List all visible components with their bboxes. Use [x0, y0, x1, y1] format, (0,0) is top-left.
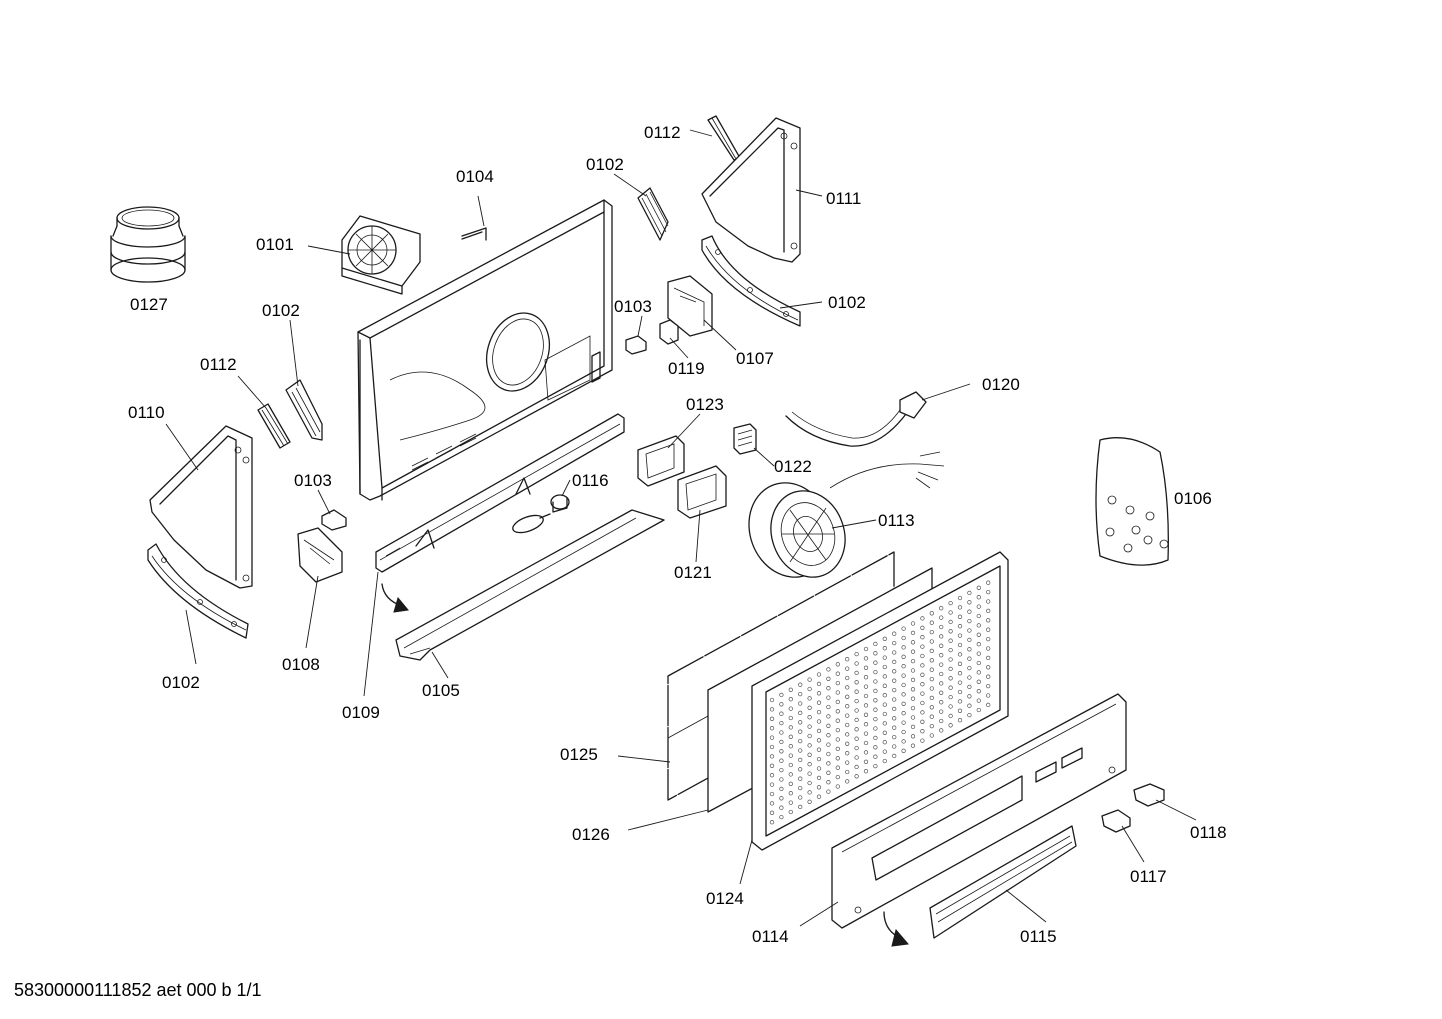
part-0109-lamp-rail — [375, 413, 625, 573]
part-0101-grill — [341, 215, 421, 295]
part-0103-clip-lower — [321, 509, 347, 531]
label-0104: 0104 — [456, 167, 494, 186]
part-housing-frame — [357, 199, 613, 501]
part-0106-screw-bag — [1095, 437, 1169, 566]
filter-mesh — [769, 580, 991, 825]
part-0119-clip — [659, 319, 679, 345]
part-0110-side-panel — [149, 425, 253, 589]
drawing-number-footer: 58300000111852 aet 000 b 1/1 — [14, 980, 262, 1000]
part-0111-side-panel — [701, 117, 801, 263]
label-0116: 0116 — [572, 471, 609, 490]
part-0108-mount-bracket — [297, 527, 343, 583]
part-0103-clip-upper — [625, 335, 647, 355]
part-0115-light-cover — [929, 825, 1077, 939]
label-0124: 0124 — [706, 889, 744, 908]
label-0125: 0125 — [560, 745, 598, 764]
label-0107: 0107 — [736, 349, 774, 368]
label-0106: 0106 — [1174, 489, 1212, 508]
label-0127: 0127 — [130, 295, 168, 314]
label-0118: 0118 — [1190, 823, 1227, 842]
part-0102-curved-rail-left — [147, 543, 249, 639]
label-0101: 0101 — [256, 235, 294, 254]
label-0113: 0113 — [878, 511, 915, 530]
part-0118-switch — [1133, 783, 1165, 807]
part-0127-duct-collar — [110, 206, 186, 283]
part-0122-terminal-block — [733, 423, 757, 455]
part-labels: 0101 0102 0102 0102 0102 0103 0103 0104 … — [128, 123, 1227, 946]
label-0102-d: 0102 — [162, 673, 200, 692]
rotation-arrow-bottom — [883, 911, 909, 947]
label-0105: 0105 — [422, 681, 460, 700]
label-0117: 0117 — [1130, 867, 1167, 886]
part-0105-tray — [395, 509, 665, 661]
label-0102-c: 0102 — [262, 301, 300, 320]
part-0116-lamp-holder — [512, 494, 570, 534]
label-0103-a: 0103 — [614, 297, 652, 316]
label-0120: 0120 — [982, 375, 1020, 394]
part-0102-upper-bracket — [637, 187, 669, 241]
part-0114-fascia — [831, 693, 1127, 929]
label-0102-b: 0102 — [828, 293, 866, 312]
label-0108: 0108 — [282, 655, 320, 674]
label-0111: 0111 — [826, 189, 861, 208]
rotation-arrow-left — [381, 583, 409, 613]
label-0119: 0119 — [668, 359, 705, 378]
leader-lines — [165, 129, 1197, 927]
label-0123: 0123 — [686, 395, 724, 414]
label-0114: 0114 — [752, 927, 789, 946]
label-0121: 0121 — [674, 563, 712, 582]
part-0121-lamp-frame — [677, 465, 727, 519]
label-0112-a: 0112 — [644, 123, 681, 142]
label-0122: 0122 — [774, 457, 812, 476]
part-0123-lamp-housing — [637, 435, 685, 487]
part-0104-pin — [461, 227, 487, 241]
label-0112-b: 0112 — [200, 355, 237, 374]
label-0115: 0115 — [1020, 927, 1057, 946]
part-0112-top-strip — [707, 115, 741, 161]
part-0120-power-cable — [785, 391, 927, 447]
part-0107-bracket — [667, 275, 713, 337]
label-0102-a: 0102 — [586, 155, 624, 174]
label-0103-b: 0103 — [294, 471, 332, 490]
part-0102-curved-rail-right — [701, 235, 801, 327]
part-0113-fan-motor — [748, 451, 945, 578]
part-0124-grease-filter — [751, 551, 1009, 851]
label-0110: 0110 — [128, 403, 165, 422]
part-0117-switch — [1101, 809, 1131, 833]
label-0126: 0126 — [572, 825, 610, 844]
label-0109: 0109 — [342, 703, 380, 722]
part-0112-left-strip — [257, 403, 291, 449]
part-0102-left-bracket — [285, 379, 323, 441]
